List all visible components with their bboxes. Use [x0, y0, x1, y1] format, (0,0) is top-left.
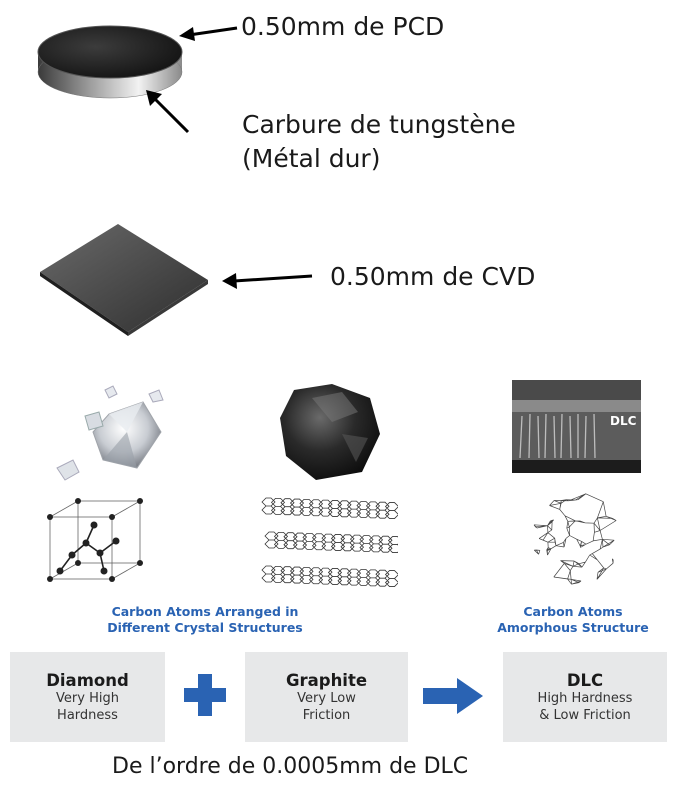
amorphous-caption-line1: Carbon Atoms — [523, 604, 623, 619]
graphite-box: Graphite Very Low Friction — [245, 652, 408, 742]
diamond-gem-photo — [45, 372, 175, 492]
cvd-plate-image — [30, 210, 220, 340]
dlc-box-title: DLC — [566, 671, 604, 690]
graphite-rock-photo — [272, 378, 392, 488]
pcd-disc-image — [30, 10, 190, 110]
pcd-label: 0.50mm de PCD — [241, 12, 445, 41]
dlc-box-desc-line1: High Hardness — [537, 691, 633, 706]
cvd-arrow — [218, 264, 318, 294]
footer-text: De l’ordre de 0.0005mm de DLC — [112, 754, 469, 779]
diamond-lattice-diagram — [42, 495, 152, 590]
graphite-layers-diagram — [258, 488, 398, 588]
substrate-label-line2: (Métal dur) — [242, 144, 381, 173]
diamond-box-desc-line2: Hardness — [57, 708, 118, 723]
substrate-arrow — [140, 82, 200, 142]
pcd-arrow — [175, 18, 245, 48]
crystal-caption-line1: Carbon Atoms Arranged in — [111, 604, 299, 619]
crystal-caption: Carbon Atoms Arranged in Different Cryst… — [90, 604, 320, 636]
diamond-box-title: Diamond — [46, 671, 129, 690]
plus-icon — [182, 672, 228, 718]
dlc-photo-label: DLC — [610, 414, 637, 428]
dlc-box-desc-line2: & Low Friction — [539, 708, 631, 723]
amorphous-carbon-diagram — [528, 486, 624, 590]
dlc-box: DLC High Hardness & Low Friction — [503, 652, 667, 742]
right-arrow-icon — [423, 676, 485, 716]
graphite-box-title: Graphite — [285, 671, 368, 690]
substrate-label-line1: Carbure de tungstène — [242, 110, 516, 139]
diamond-box: Diamond Very High Hardness — [10, 652, 165, 742]
graphite-box-desc-line1: Very Low — [297, 691, 356, 706]
diamond-box-desc-line1: Very High — [56, 691, 119, 706]
amorphous-caption-line2: Amorphous Structure — [497, 620, 649, 635]
dlc-sem-photo: DLC — [512, 380, 641, 473]
cvd-label: 0.50mm de CVD — [330, 262, 536, 291]
crystal-caption-line2: Different Crystal Structures — [107, 620, 303, 635]
graphite-box-desc-line2: Friction — [302, 708, 351, 723]
amorphous-caption: Carbon Atoms Amorphous Structure — [488, 604, 658, 636]
